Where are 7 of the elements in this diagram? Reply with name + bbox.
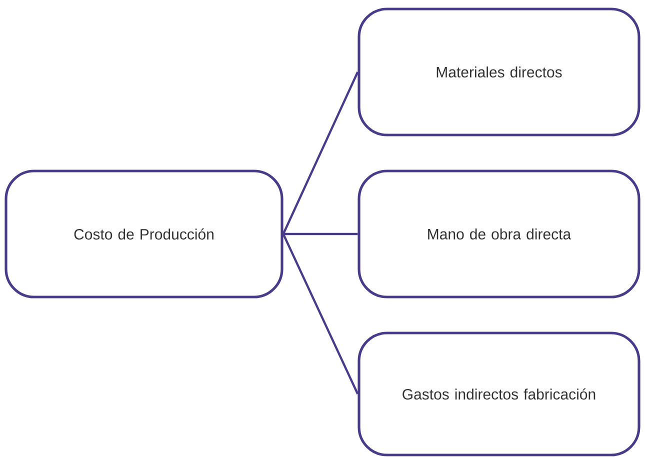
- rounded-box: Costo de Producción: [4, 170, 284, 298]
- connector-line: [282, 72, 359, 234]
- rounded-box: Materiales directos: [358, 8, 640, 136]
- rounded-box: Gastos indirectos fabricación: [358, 332, 640, 456]
- connector-line: [282, 234, 359, 394]
- connector-line: [283, 232, 358, 236]
- rounded-box: Mano de obra directa: [358, 170, 640, 298]
